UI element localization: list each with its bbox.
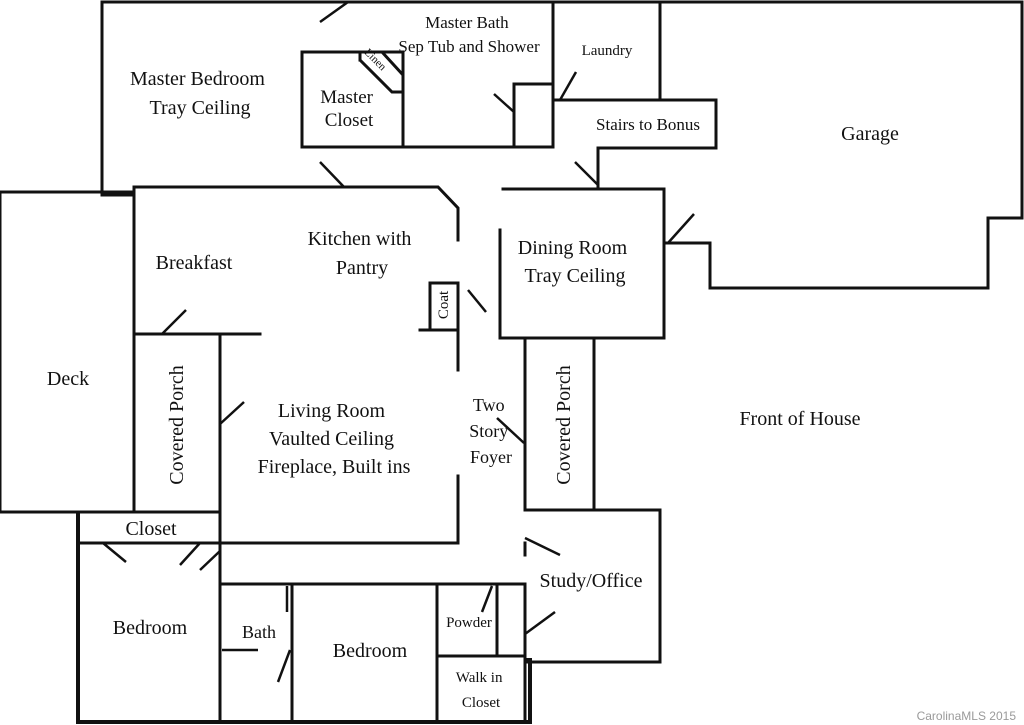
doors: [102, 0, 695, 683]
master-bedroom-label: Master Bedroom Tray Ceiling: [130, 68, 270, 119]
living-room-label: Living Room Vaulted Ceiling Fireplace, B…: [258, 400, 411, 478]
covered-porch-right-label: Covered Porch: [553, 365, 575, 484]
kitchen-label: Kitchen with Pantry: [308, 228, 417, 279]
deck-label: Deck: [47, 368, 89, 390]
master-closet-label: Master Closet: [320, 87, 378, 131]
laundry-label: Laundry: [582, 43, 633, 59]
garage-label: Garage: [841, 123, 899, 145]
watermark-credit: CarolinaMLS 2015: [917, 709, 1017, 723]
powder-label: Powder: [446, 615, 492, 631]
bedroom-left-label: Bedroom: [113, 617, 188, 639]
closet-label: Closet: [125, 518, 177, 540]
foyer-label: Two Story Foyer: [469, 395, 513, 467]
master-bath-label: Master Bath Sep Tub and Shower: [398, 13, 540, 56]
bedroom-mid-label: Bedroom: [333, 640, 408, 662]
study-office-label: Study/Office: [540, 570, 643, 592]
bath-label: Bath: [242, 622, 276, 642]
breakfast-label: Breakfast: [156, 252, 233, 274]
walk-in-closet-label: Walk in Closet: [456, 670, 506, 711]
front-of-house-label: Front of House: [739, 408, 860, 430]
coat-label: Coat: [436, 290, 452, 319]
covered-porch-left-label: Covered Porch: [166, 365, 188, 484]
dining-room-label: Dining Room Tray Ceiling: [518, 237, 632, 287]
stairs-label: Stairs to Bonus: [596, 115, 700, 134]
